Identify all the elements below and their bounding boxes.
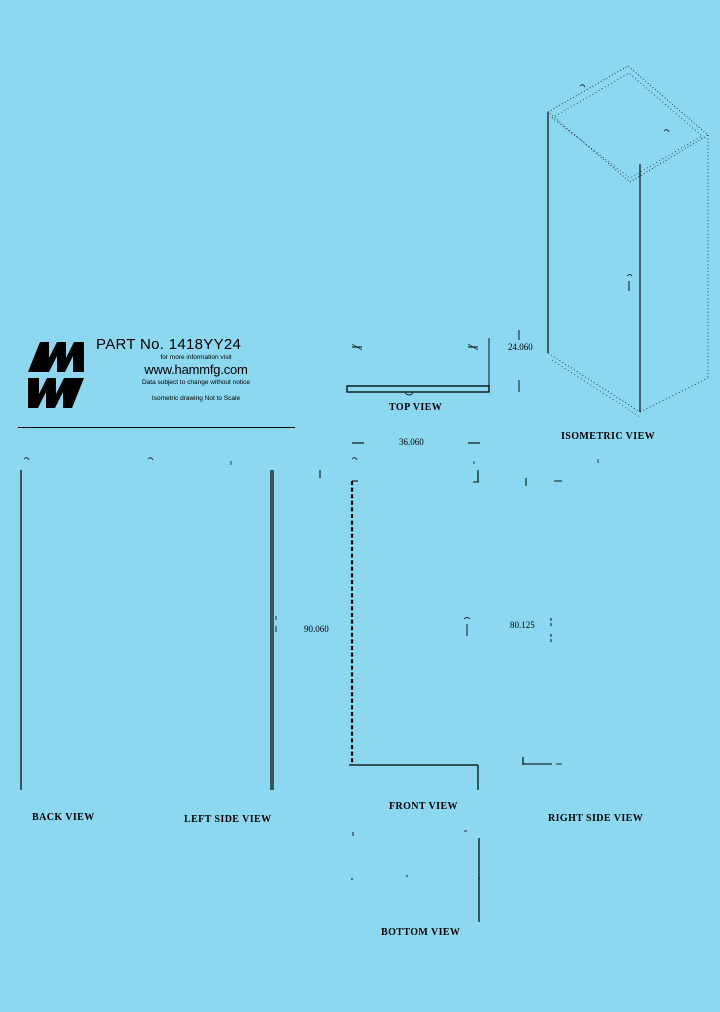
view-label-back: BACK VIEW [32,812,95,823]
dimension-height-90: 90.060 [304,624,329,634]
bottom-view-geometry [351,830,480,922]
back-view-corner-tick-left [23,457,30,461]
bottom-view-dot-right [478,877,480,879]
title-block-text: PART No. 1418YY24 for more information v… [96,336,296,403]
top-view-outline [346,385,490,393]
disclaimer-text: Data subject to change without notice [141,379,251,386]
view-label-isometric: ISOMETRIC VIEW [561,431,656,442]
iso-bottom-lip [551,359,641,418]
iso-top-face [547,65,709,183]
front-view-corner-tick-left [351,457,358,461]
dimension-depth-24: 24.060 [508,342,533,352]
front-view-geometry [349,457,479,790]
iso-bottom-right [639,377,709,413]
iso-top-tick-left [579,84,586,88]
back-view-corner-tick-mid [147,457,154,461]
title-block-underline [18,427,295,428]
back-view-geometry [20,457,272,790]
top-view-detail-curl [404,392,414,396]
bottom-view-dot-mid [406,875,408,877]
dimension-width-36: 36.060 [399,437,424,447]
top-view-geometry [346,338,490,396]
view-label-top: TOP VIEW [389,402,443,413]
view-label-front: FRONT VIEW [389,801,458,812]
top-dim-arrow-right [467,343,479,351]
title-block: PART No. 1418YY24 for more information v… [18,336,296,428]
more-info-line: for more information visit [160,354,232,361]
isometric-view-geometry [547,65,709,418]
top-dim-arrow-left [351,343,363,351]
logo-m-glyph [28,342,84,372]
right-side-view-geometry [522,459,599,765]
part-number-label: PART No. 1418YY24 [96,336,242,353]
bottom-view-dot-left [351,878,353,880]
iso-door-handle [626,274,633,277]
scale-note-text: Isometric drawing Not to Scale [151,395,241,402]
front-view-handle [463,617,471,620]
view-label-left-side: LEFT SIDE VIEW [184,814,272,825]
iso-top-lip [551,72,703,179]
logo-w-glyph [28,378,84,408]
iso-bottom-front [547,352,641,413]
view-label-right-side: RIGHT SIDE VIEW [548,813,644,824]
left-side-view-geometry [272,470,321,790]
iso-top-tick-right [663,129,670,133]
dimension-inner-80: 80.125 [510,620,535,630]
hammond-mw-logo [28,342,84,408]
website-link[interactable]: www.hammfg.com [144,362,248,377]
view-label-bottom: BOTTOM VIEW [381,927,461,938]
